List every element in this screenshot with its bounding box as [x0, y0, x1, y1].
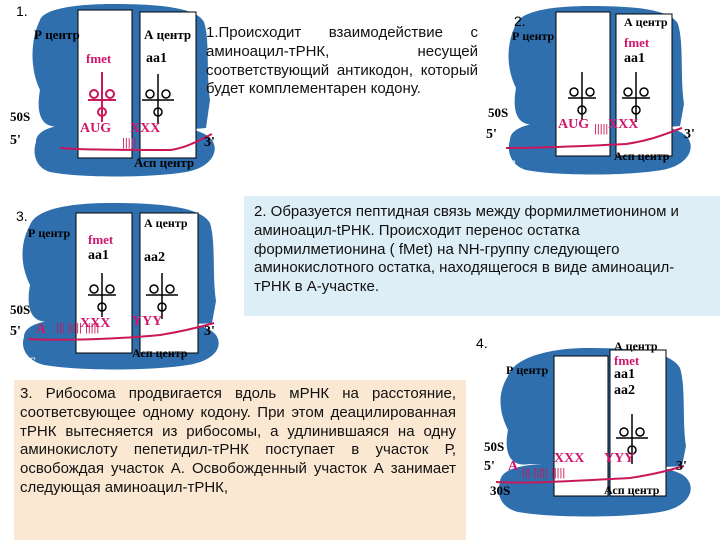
- 50s-label-3: 50S: [10, 302, 31, 317]
- 30s-label-4: 30S: [490, 483, 511, 498]
- trna-a-4-icon: [616, 414, 648, 464]
- 30s-label-1: 30S: [14, 159, 35, 174]
- step-2-description: 2. Образуется пептидная связь между форм…: [244, 196, 720, 316]
- codon-xxx-1: XXX: [130, 121, 161, 136]
- a-center-label-2: А центр: [624, 15, 668, 29]
- p-center-label-1: Р центр: [34, 27, 80, 42]
- 5prime-label-2: 5': [486, 127, 497, 142]
- aa2-label-3: aa2: [144, 250, 165, 265]
- a-center-label-4: А центр: [614, 339, 658, 353]
- aa1-label-2: aa1: [624, 51, 645, 66]
- codon-aug-1: AUG: [80, 121, 112, 136]
- ribosome-1-shape: |||||: [32, 4, 215, 177]
- a-center-label-1: А центр: [144, 27, 192, 42]
- mrna-4-codon-ticks: ||| ||||| |||||: [522, 467, 565, 479]
- codon-a-3: A: [36, 322, 47, 337]
- asp-center-label-3: Асп центр: [132, 346, 188, 360]
- codon-xxx-3: XXX: [80, 316, 111, 331]
- ribosome-3-shape: ||| ||||| |||||: [22, 203, 219, 370]
- trna-p-3-icon: [88, 273, 116, 317]
- 30s-label-3: 30S: [16, 354, 37, 369]
- p-center-label-2: Р центр: [512, 29, 555, 43]
- 5prime-label-4: 5': [484, 459, 495, 474]
- mrna-2-codon-ticks: |||||: [594, 123, 608, 135]
- 3prime-label-2: 3': [684, 127, 695, 142]
- codon-aug-2: AUG: [558, 117, 590, 132]
- codon-yyy-3: YYY: [132, 314, 163, 329]
- asp-center-label-4: Асп центр: [604, 483, 660, 497]
- trna-a-3-icon: [146, 273, 178, 319]
- fmet-label-1: fmet: [86, 51, 112, 66]
- mrna-3-codon-ticks: ||| ||||| |||||: [56, 322, 99, 334]
- p-center-label-3: Р центр: [28, 226, 71, 240]
- step-3-description: 3. Рибосома продвигается вдоль мРНК на р…: [14, 380, 466, 540]
- aa1-label-3: aa1: [88, 248, 109, 263]
- mrna-1-codon-ticks: |||||: [122, 137, 136, 149]
- a-center-label-3: А центр: [144, 216, 188, 230]
- asp-center-label-1: Асп центр: [134, 155, 195, 170]
- aa1-label-1: aa1: [146, 51, 167, 66]
- aa1-label-4: aa1: [614, 367, 635, 382]
- codon-a-4: A: [508, 459, 519, 474]
- 50s-label-1: 50S: [10, 109, 31, 124]
- p-center-label-4: Р центр: [506, 363, 549, 377]
- 3prime-label-1: 3': [204, 135, 215, 150]
- step-4-number: 4.: [476, 335, 488, 351]
- fmet-label-2: fmet: [624, 35, 650, 50]
- 50s-label-4: 50S: [484, 439, 505, 454]
- step-1-number: 1.: [16, 3, 28, 19]
- step-1-description: 1.Происходит взаимодействие с аминоацил-…: [206, 24, 478, 98]
- fmet-label-3: fmet: [88, 232, 114, 247]
- fmet-label-4: fmet: [614, 353, 640, 368]
- codon-xxx-2: XXX: [608, 117, 639, 132]
- step-4-diagram: ||| ||||| ||||| 4. Р центр А центр fmet …: [470, 330, 720, 535]
- trna-p-1-icon: [88, 72, 116, 122]
- codon-yyy-4: YYY: [604, 451, 635, 466]
- trna-p-2-icon: [568, 72, 596, 120]
- ribosome-4-shape: ||| ||||| |||||: [495, 348, 691, 517]
- 30s-label-2: 30S: [496, 157, 517, 172]
- codon-xxx-4: XXX: [554, 451, 585, 466]
- step-3-number: 3.: [16, 208, 28, 224]
- trna-a-1-icon: [142, 74, 174, 124]
- step-3-diagram: ||| ||||| ||||| 3. Р центр А центр fmet …: [0, 195, 240, 375]
- trna-a-2-icon: [622, 72, 650, 122]
- step-2-number: 2.: [514, 13, 526, 29]
- 3prime-label-3: 3': [204, 324, 215, 339]
- aa2-label-4: aa2: [614, 383, 635, 398]
- 3prime-label-4: 3': [676, 459, 687, 474]
- step-1-diagram: ||||| 1. Р центр А центр fmet aa1 50S 5'…: [0, 0, 215, 185]
- asp-center-label-2: Асп центр: [614, 149, 670, 163]
- 5prime-label-1: 5': [10, 133, 21, 148]
- 5prime-label-3: 5': [10, 324, 21, 339]
- 50s-label-2: 50S: [488, 105, 509, 120]
- step-2-diagram: ||||| 2. Р центр А центр fmet aa1 50S 5'…: [486, 0, 720, 185]
- ribosome-2-shape: |||||: [505, 6, 691, 175]
